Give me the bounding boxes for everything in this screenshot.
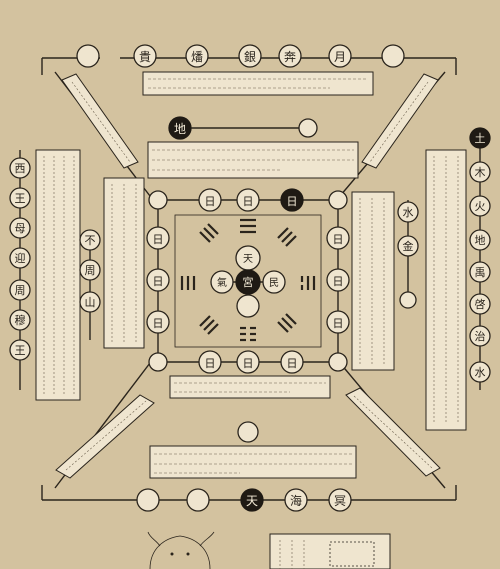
bottom-label-2: 冥 — [334, 494, 346, 508]
day-circles: 日 日 日 日 日 日 日 日 日 日 日 日 — [146, 188, 350, 374]
bottom-label-0: 天 — [246, 494, 258, 508]
metal-label: 金 — [403, 239, 414, 253]
left-col-6: 王 — [15, 344, 26, 357]
top-circle-3-label: 銀 — [244, 50, 256, 64]
buzhou-1: 周 — [85, 264, 96, 277]
corner-circle-tr — [381, 44, 405, 68]
bottom-text-panel — [149, 445, 357, 479]
day-label-2: 日 — [243, 195, 254, 208]
top-circle-1 — [133, 44, 157, 68]
day-label-6: 日 — [153, 317, 164, 330]
day-label-1: 日 — [205, 195, 216, 208]
corner-circle-tl — [76, 44, 100, 68]
day-label-9: 日 — [333, 317, 344, 330]
top-circle-1-label: 貴 — [139, 50, 151, 64]
right-col-1: 木 — [475, 166, 486, 179]
diagonal-panel-br — [345, 387, 441, 477]
bottom-panel-scribble — [154, 453, 352, 474]
top-circle-4-label: 奔 — [284, 50, 296, 64]
right-col-3: 地 — [475, 234, 486, 247]
bottom-figure-illustration — [147, 531, 215, 569]
day-label-4: 日 — [153, 233, 164, 246]
diagonal-panel-tl — [61, 73, 139, 169]
lower-panel-scribble — [174, 382, 326, 393]
top-circle-5-label: 月 — [334, 50, 346, 64]
left-text-panel — [35, 149, 81, 401]
top-circle-5 — [328, 44, 352, 68]
right-col-2: 火 — [475, 200, 486, 213]
trigram-marks — [180, 218, 316, 342]
top-text-panel — [142, 71, 374, 96]
buzhou-0: 不 — [85, 234, 96, 247]
center-cluster: 天 宮 氣 民 — [210, 245, 286, 318]
bottom-small-circle — [237, 421, 259, 443]
diagonal-panel-bl — [55, 394, 155, 479]
center-right-label: 民 — [269, 277, 279, 289]
left-col-3: 迎 — [15, 252, 26, 265]
right-panel-scribble — [433, 156, 459, 424]
top-circle-row: 貴 燔 銀 奔 月 — [76, 44, 405, 68]
bottom-circle-row: 天 海 冥 — [136, 488, 352, 512]
buzhou-text-panel — [103, 177, 145, 349]
top-circle-3 — [238, 44, 262, 68]
earth-label: 地 — [174, 122, 186, 136]
left-col-4: 周 — [15, 284, 26, 297]
right-col-5: 啓 — [475, 297, 486, 311]
top-panel-scribble — [148, 78, 368, 89]
left-col-1: 王 — [15, 192, 26, 205]
top-circle-2 — [185, 44, 209, 68]
bottom-label-1: 海 — [290, 493, 302, 508]
water-label: 水 — [403, 206, 414, 219]
left-col-5: 穆 — [15, 313, 26, 327]
lower-text-panel — [169, 375, 331, 399]
buzhou-column: 不 周 山 — [79, 229, 101, 340]
center-top-label: 天 — [243, 254, 253, 265]
day-label-12: 日 — [287, 357, 298, 370]
day-label-7: 日 — [333, 233, 344, 246]
right-col-4: 禹 — [475, 266, 486, 279]
earth-small-circle — [298, 118, 318, 138]
right-col-6: 治 — [475, 329, 486, 343]
top-circle-4 — [278, 44, 302, 68]
day-label-10: 日 — [205, 357, 216, 370]
earth-panel-scribble — [152, 149, 354, 171]
water-metal-column: 水 金 — [397, 200, 419, 309]
right-col-0: 土 — [475, 132, 486, 145]
left-col-2: 母 — [15, 222, 26, 235]
day-label-8: 日 — [333, 275, 344, 288]
bottom-lower-panel — [269, 533, 391, 569]
buzhou-2: 山 — [85, 296, 96, 309]
day-label-5: 日 — [153, 275, 164, 288]
center-mid-label: 宮 — [243, 275, 254, 289]
left-col-0: 西 — [15, 162, 26, 175]
left-column: 西 王 母 迎 周 穆 王 — [9, 150, 31, 390]
day-label-11: 日 — [243, 357, 254, 370]
diagonal-panel-tr — [361, 73, 439, 169]
right-col-7: 水 — [475, 366, 486, 379]
center-left-label: 氣 — [217, 276, 227, 289]
day-label-3: 日 — [287, 195, 298, 208]
water-text-panel — [351, 191, 395, 371]
right-column: 土 木 火 地 禹 啓 治 水 — [469, 127, 491, 390]
top-circle-2-label: 燔 — [191, 50, 203, 64]
bottom-lower-panel-scribble — [279, 540, 375, 569]
